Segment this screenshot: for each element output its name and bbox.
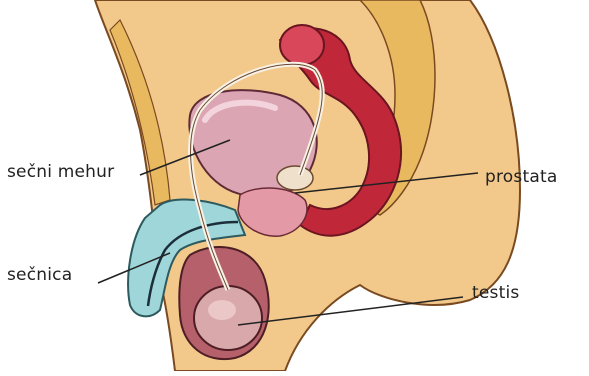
- testis-highlight: [208, 300, 236, 320]
- label-bladder: sečni mehur: [7, 162, 114, 182]
- label-prostate: prostata: [485, 167, 557, 187]
- rectum-top: [280, 25, 324, 65]
- label-urethra: sečnica: [7, 265, 72, 285]
- seminal-vesicle: [277, 166, 313, 190]
- label-testis: testis: [472, 283, 519, 303]
